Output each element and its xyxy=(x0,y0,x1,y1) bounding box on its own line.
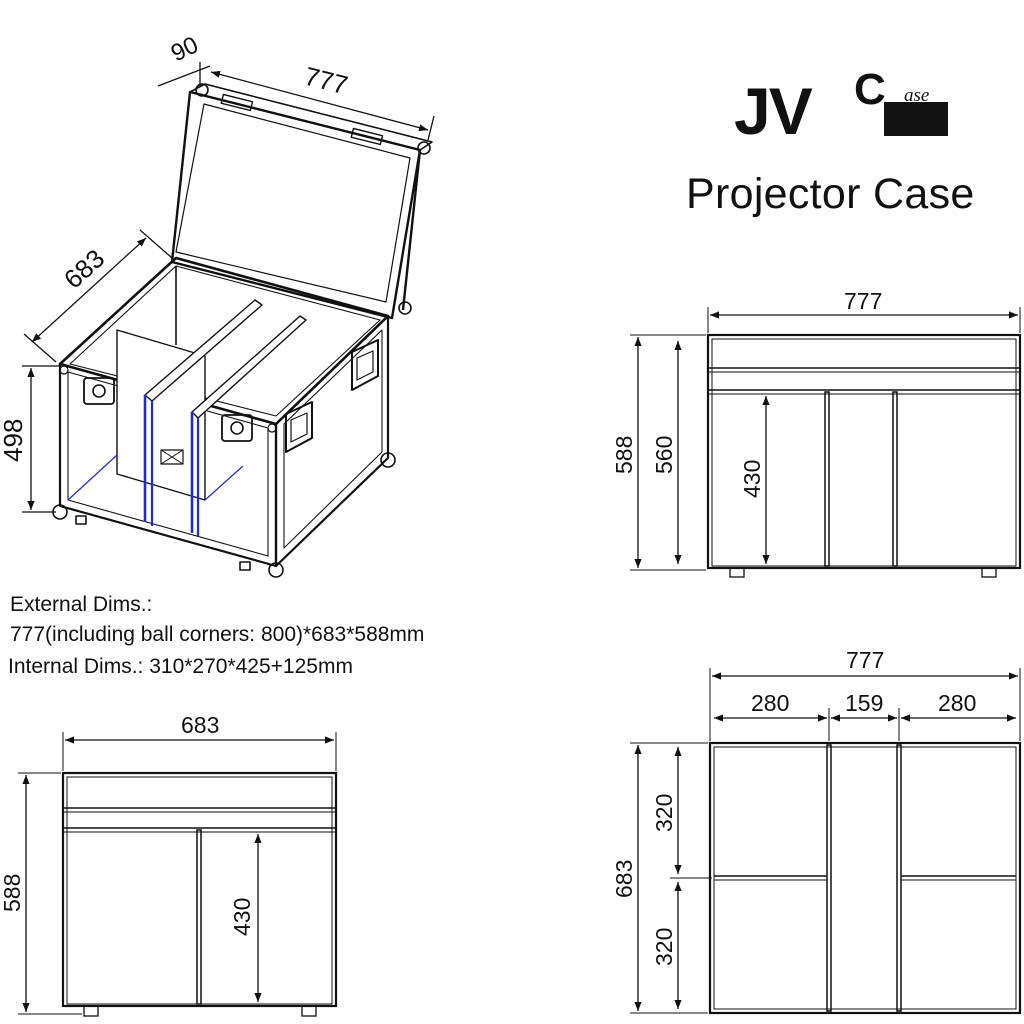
top-depth-label: 683 xyxy=(611,860,637,898)
top-width-label: 777 xyxy=(846,647,884,673)
front-latch-right xyxy=(221,414,253,442)
top-view xyxy=(630,668,1022,1015)
logo-box-text: ase xyxy=(904,85,929,106)
side-view-outline xyxy=(61,771,338,1008)
logo-letters: JV xyxy=(734,74,813,148)
front-inner-height-label: 560 xyxy=(651,436,677,474)
front-width-label: 777 xyxy=(844,288,882,314)
dimension-specs: External Dims.: 777(including ball corne… xyxy=(8,593,425,678)
front-view-outline xyxy=(706,333,1022,570)
ball-corner xyxy=(398,301,412,315)
side-handle-back xyxy=(351,339,379,391)
logo-box-letter: C xyxy=(854,65,886,114)
ball-corner xyxy=(380,452,396,468)
iso-width-label: 777 xyxy=(302,61,351,101)
side-width-label: 683 xyxy=(181,712,219,738)
side-view-foot xyxy=(301,1005,317,1017)
top-right-section-label: 280 xyxy=(938,690,976,716)
jv-case-logo: JV C ase xyxy=(734,65,948,148)
top-middle-section-label: 159 xyxy=(845,690,883,716)
iso-height-label: 498 xyxy=(0,419,28,462)
side-view-foot xyxy=(83,1005,99,1017)
front-compartment-height-label: 430 xyxy=(739,460,765,498)
side-view xyxy=(18,732,338,1017)
case-foot xyxy=(239,561,251,571)
ball-corner xyxy=(268,562,284,578)
front-view-foot xyxy=(729,567,745,578)
front-latch-left xyxy=(83,377,115,405)
iso-lid-depth-label: 90 xyxy=(167,31,203,67)
ball-corner xyxy=(417,141,431,155)
iso-depth-label: 683 xyxy=(58,243,110,294)
iso-dimensions xyxy=(22,62,435,513)
top-left-section-label: 280 xyxy=(751,690,789,716)
side-outer-height-label: 588 xyxy=(0,874,25,912)
side-compartment-height-label: 430 xyxy=(229,898,255,936)
front-view-foot xyxy=(981,567,997,578)
front-view xyxy=(630,307,1022,578)
external-dims-heading: External Dims.: xyxy=(10,593,153,616)
case-foot xyxy=(75,515,87,525)
isometric-case-view xyxy=(52,83,433,578)
external-dims-values: 777(including ball corners: 800)*683*588… xyxy=(10,623,425,646)
front-outer-height-label: 588 xyxy=(611,436,637,474)
ball-corner xyxy=(195,83,209,97)
top-upper-row-label: 320 xyxy=(651,794,677,832)
top-view-outline xyxy=(708,741,1022,1015)
internal-dims-line: Internal Dims.: 310*270*425+125mm xyxy=(8,655,353,678)
case-top-rim xyxy=(58,256,390,426)
case-dividers xyxy=(67,299,307,536)
open-lid xyxy=(170,83,433,320)
case-right-face xyxy=(274,314,390,568)
page-title: Projector Case xyxy=(686,170,975,218)
top-lower-row-label: 320 xyxy=(651,928,677,966)
side-handle-front xyxy=(285,401,313,453)
